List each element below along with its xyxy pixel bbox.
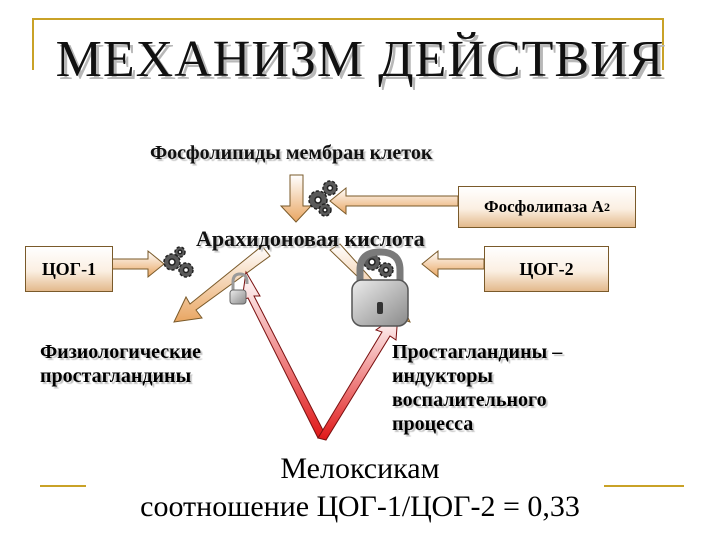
arrow-icon <box>279 174 313 223</box>
decorative-line-bottom-left <box>40 485 86 487</box>
decorative-line-bottom-right <box>604 485 684 487</box>
physiological-prostaglandins-text: Физиологические простагландины <box>40 340 201 388</box>
cox1-box: ЦОГ-1 <box>25 246 113 292</box>
inflam-line-4: процесса <box>392 413 474 435</box>
inflam-line-1: Простагландины – <box>392 341 563 363</box>
inflam-line-3: воспалительного <box>392 389 547 411</box>
decorative-line-left <box>32 18 34 70</box>
inflam-line-2: индукторы <box>392 365 493 387</box>
cox2-label: ЦОГ-2 <box>519 258 574 279</box>
decorative-line-right <box>662 18 664 70</box>
arrow-icon <box>317 312 399 441</box>
lock-icon <box>351 248 409 327</box>
physio-line-2: простагландины <box>40 365 192 387</box>
arrow-icon <box>421 249 485 279</box>
phospholipids-label: Фосфолипиды мембран клеток <box>150 142 433 164</box>
phospholipase-subscript: 2 <box>603 199 610 214</box>
lock-icon <box>229 272 249 305</box>
arrow-icon <box>173 245 271 323</box>
phospholipase-label: Фосфолипаза А <box>484 197 604 216</box>
arachidonic-acid-label: Арахидоновая кислота <box>196 226 425 251</box>
decorative-line-top <box>32 18 664 20</box>
arrow-icon <box>329 186 459 216</box>
physio-line-1: Физиологические <box>40 341 202 363</box>
arrow-icon <box>109 249 165 279</box>
cox-ratio-text: соотношение ЦОГ-1/ЦОГ-2 = 0,33 <box>140 490 580 523</box>
gear-icon <box>308 180 338 217</box>
inflammatory-prostaglandins-text: Простагландины – индукторы воспалительно… <box>392 340 562 436</box>
drug-name: Мелоксикам <box>280 452 440 485</box>
arrow-icon <box>241 270 327 439</box>
cox1-label: ЦОГ-1 <box>41 258 97 279</box>
gear-icon <box>163 246 194 278</box>
slide-title: МЕХАНИЗМ ДЕЙСТВИЯ <box>55 31 665 88</box>
cox2-box: ЦОГ-2 <box>484 246 609 292</box>
